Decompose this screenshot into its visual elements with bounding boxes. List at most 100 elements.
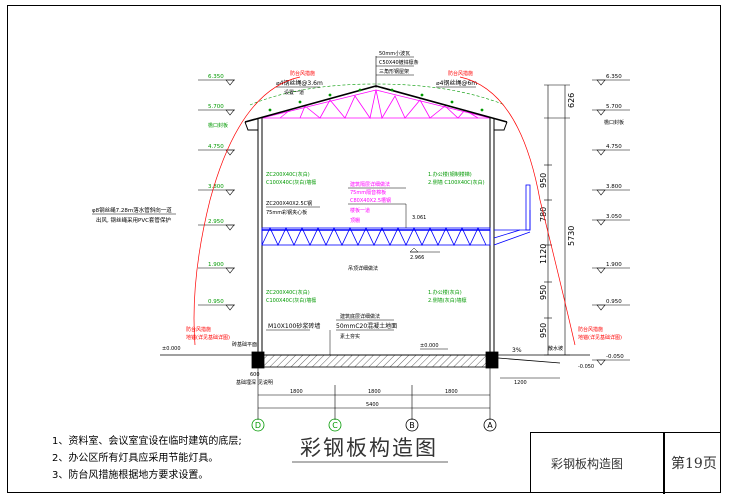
elev-lower-marker bbox=[409, 247, 419, 253]
title-block-name: 彩钢板构造图 bbox=[551, 457, 624, 471]
typhoon-top-right: 防台风措施 bbox=[448, 70, 473, 77]
axis-bubble-labels: D C B A bbox=[255, 421, 493, 430]
base-label: 基础埋深 bbox=[236, 379, 256, 386]
wall-upper-l2: C100X40C(灰白)墙檩 bbox=[266, 179, 316, 186]
ridge-left: ⌀4钢丝绳@3.6m bbox=[276, 79, 323, 87]
hdim-3: 1800 bbox=[445, 389, 458, 395]
hdim-2: 1800 bbox=[368, 389, 381, 395]
drawing-title: 彩钢板构造图 bbox=[300, 436, 438, 460]
left-elevation-labels: 6.350 5.700 4.750 3.800 2.950 1.900 0.95… bbox=[208, 74, 224, 305]
vdim-950b: 950 bbox=[539, 285, 548, 300]
ground-leaders bbox=[266, 319, 560, 379]
axis-dimension-text: 1800 1800 1800 5400 bbox=[290, 389, 458, 408]
wall-lower-r1: 1.办公楼(灰白) bbox=[428, 289, 462, 296]
wall-upper-r2: 2.侧墙 C100X40C(灰白) bbox=[428, 179, 485, 186]
elev-right-2: 5.700 bbox=[606, 104, 622, 110]
axis-C: C bbox=[332, 421, 338, 430]
elev-left-7: 0.950 bbox=[208, 299, 224, 305]
floor-labels: ZC200X40X2.5C钢 75mm彩钢夹心板 3.061 2.966 吊顶详… bbox=[266, 200, 426, 272]
dim-600: 600 bbox=[250, 372, 260, 378]
floor-center-3: C80X40X2.5槽钢 bbox=[350, 197, 391, 204]
base-value: 见说明 bbox=[258, 379, 273, 386]
elev-mid: 3.061 bbox=[412, 215, 426, 221]
footing-right: 散水坡 bbox=[548, 345, 563, 352]
right-elevation-labels: 6.350 5.700 4.750 3.800 3.050 1.900 0.95… bbox=[606, 74, 624, 360]
footing-left: 砖基础平面 bbox=[232, 341, 257, 348]
floor-leaders bbox=[266, 187, 440, 253]
hdim-1: 1800 bbox=[290, 389, 303, 395]
slope-label: 3% bbox=[512, 347, 522, 354]
downpipe-labels: φ8钢丝绳7.28m落水管斜向一道 出风, 钢丝绳采用PVC套管保护 bbox=[92, 206, 172, 224]
wall-lower-r2: 2.侧墙(灰白)墙檩 bbox=[428, 297, 467, 304]
ridge-labels: ⌀4钢丝绳@3.6m 设置一道 ⌀4钢丝绳@6m bbox=[276, 79, 477, 96]
note-2: 2、办公区所有灯具应采用节能灯具。 bbox=[52, 453, 219, 464]
typhoon-roof-labels: 防台风措施 防台风措施 bbox=[290, 70, 473, 77]
vdim-950c: 950 bbox=[539, 323, 548, 338]
wall-spec-labels-left: ZC200X40C(灰白) C100X40C(灰白)墙檩 ZC200X40C(灰… bbox=[266, 171, 316, 304]
elev-right-5: 3.050 bbox=[606, 214, 622, 220]
left-elevation-marks bbox=[198, 79, 235, 311]
vdim-1120: 1120 bbox=[539, 244, 548, 264]
title-block-divider bbox=[663, 433, 665, 494]
title-block-page: 第19页 bbox=[671, 456, 717, 472]
ceiling-note: 吊顶详细做法 bbox=[348, 265, 378, 272]
wall-upper-r1: 1.办公楼(钢制楼梯) bbox=[428, 171, 472, 178]
downpipe-2: 出风, 钢丝绳采用PVC套管保护 bbox=[96, 216, 171, 224]
typhoon-bl-2: 地锚(详见基础详图) bbox=[186, 334, 230, 341]
elev-right-7: 0.950 bbox=[606, 299, 622, 305]
elev-left-5: 2.950 bbox=[208, 219, 224, 225]
roof-spec-2: C50X40镀锌檩条 bbox=[379, 59, 419, 66]
elev-left-4: 3.800 bbox=[208, 184, 224, 190]
ridge-right: ⌀4钢丝绳@6m bbox=[436, 79, 477, 87]
drawing-frame bbox=[7, 5, 721, 493]
floor-center-2: 75mm隔音棉板 bbox=[350, 189, 386, 196]
elev-right-8: -0.050 bbox=[606, 354, 624, 360]
elev-right-3: 4.750 bbox=[606, 144, 622, 150]
cantilever-balcony bbox=[493, 184, 531, 246]
wall-lower-l2: C100X40C(灰白)墙檩 bbox=[266, 297, 316, 304]
ground-2: 50mmC20混凝土地面 bbox=[336, 322, 397, 330]
elev-left-6: 1.900 bbox=[208, 262, 224, 268]
wall-lower-l1: ZC200X40C(灰白) bbox=[266, 289, 310, 296]
floor-beam-l2: 75mm彩钢夹心板 bbox=[266, 209, 307, 216]
dim-1200: 1200 bbox=[514, 380, 527, 386]
eave-right-label: 檐口封板 bbox=[604, 119, 624, 126]
title-block: 彩钢板构造图 第19页 bbox=[530, 432, 721, 494]
axis-B: B bbox=[409, 421, 415, 430]
right-elevation-marks bbox=[592, 79, 630, 366]
elev-left-3: 4.750 bbox=[208, 144, 224, 150]
axis-D: D bbox=[255, 421, 261, 430]
wall-spec-labels-right: 1.办公楼(钢制楼梯) 2.侧墙 C100X40C(灰白) 1.办公楼(灰白) … bbox=[428, 171, 485, 304]
note-3: 3、防台风措施根据地方要求设置。 bbox=[52, 470, 209, 481]
ground-labels: 建筑底层详细做法 50mmC20混凝土地面 素土夯实 M10X100砂浆砖墙 ±… bbox=[162, 313, 594, 386]
elev-right-1: 6.350 bbox=[606, 74, 622, 80]
hdim-total: 5400 bbox=[366, 402, 379, 408]
elev-right-6: 1.900 bbox=[606, 262, 622, 268]
ground-1: 建筑底层详细做法 bbox=[340, 313, 380, 320]
floor-center-1: 建筑隔层详细做法 bbox=[350, 181, 390, 188]
elev-right-4: 3.800 bbox=[606, 184, 622, 190]
neg-right: -0.050 bbox=[578, 364, 594, 370]
axis-A: A bbox=[487, 421, 493, 430]
eave-labels: 檐口封板 檐口封板 bbox=[208, 119, 624, 129]
typhoon-top-left: 防台风措施 bbox=[290, 70, 315, 77]
roof-spec-1: 50mm小波瓦 bbox=[379, 50, 410, 57]
elev-left-2: 5.700 bbox=[208, 104, 224, 110]
gutter-label: 檐口封板 bbox=[208, 122, 228, 129]
floor-center-labels: 建筑隔层详细做法 75mm隔音棉板 C80X40X2.5槽钢 楼板一道 顶棚 bbox=[350, 181, 391, 224]
typhoon-bl-1: 防台风措施 bbox=[186, 326, 211, 333]
eave-flashings bbox=[244, 121, 508, 131]
elev-lower: 2.966 bbox=[410, 255, 424, 261]
floor-center-4: 楼板一道 bbox=[350, 207, 370, 214]
downpipe-1: φ8钢丝绳7.28m落水管斜向一道 bbox=[92, 206, 172, 214]
roof-spec-3: 三角形钢屋架 bbox=[379, 68, 409, 75]
vdim-5730: 5730 bbox=[567, 226, 576, 246]
typhoon-br-1: 防台风措施 bbox=[578, 326, 603, 333]
axis-bubbles bbox=[251, 418, 497, 432]
wall-upper-l1: ZC200X40C(灰白) bbox=[266, 171, 310, 178]
zero-left: ±0.000 bbox=[162, 346, 181, 352]
ground-slab bbox=[160, 351, 590, 369]
note-1: 1、资料室、会议室宜设在临时建筑的底层; bbox=[52, 436, 242, 447]
floor-beam-l1: ZC200X40X2.5C钢 bbox=[266, 200, 312, 207]
